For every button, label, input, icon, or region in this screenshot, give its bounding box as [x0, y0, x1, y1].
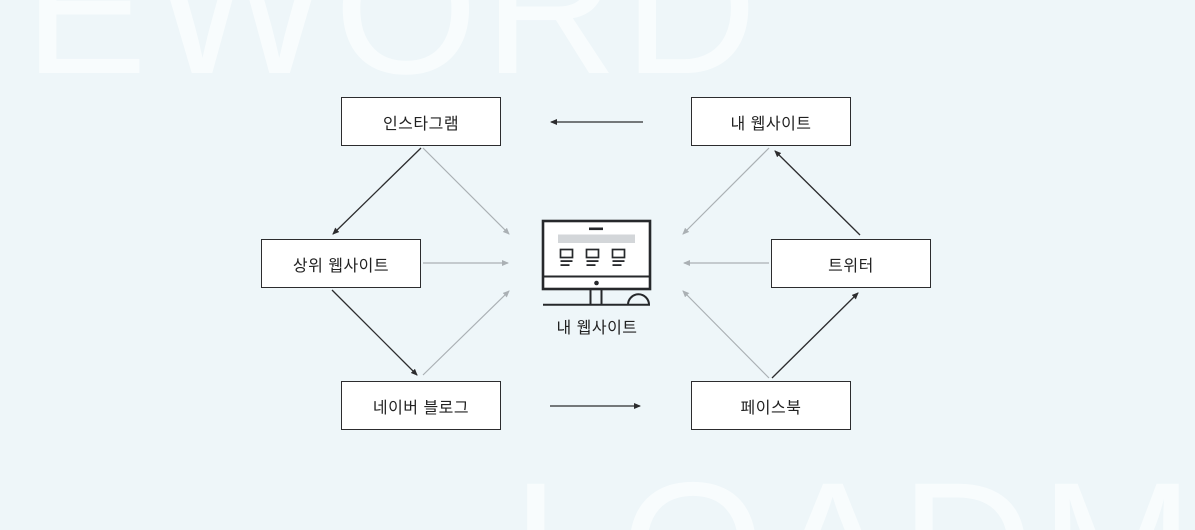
node-parent-website-label: 상위 웹사이트	[292, 257, 390, 275]
monitor-top-dash	[589, 227, 603, 231]
edge-facebook-to-center	[682, 290, 770, 379]
node-naver-blog: 네이버 블로그	[341, 381, 501, 430]
node-twitter-label: 트위터	[828, 257, 874, 275]
webpage-card-2	[585, 248, 600, 266]
center-monitor-label: 내 웹사이트	[556, 320, 638, 337]
node-naver-blog-label: 네이버 블로그	[372, 399, 470, 417]
edge-parentwebsite-to-naverblog	[331, 289, 418, 376]
node-instagram: 인스타그램	[341, 97, 501, 146]
monitor-power-dot	[594, 280, 599, 286]
mouse-icon	[627, 293, 650, 305]
node-twitter: 트위터	[771, 239, 931, 288]
webpage-card-3	[611, 248, 626, 266]
node-parent-website: 상위 웹사이트	[261, 239, 421, 288]
edge-naverblog-to-center	[422, 290, 510, 376]
node-my-website: 내 웹사이트	[691, 97, 851, 146]
desktop-monitor-icon	[541, 219, 652, 306]
monitor-header-bar	[558, 234, 635, 243]
edge-facebook-to-twitter	[771, 292, 859, 379]
node-facebook-label: 페이스북	[740, 399, 802, 417]
node-facebook: 페이스북	[691, 381, 851, 430]
node-instagram-label: 인스타그램	[382, 115, 460, 133]
webpage-card-1	[559, 248, 574, 266]
edge-instagram-to-parentwebsite	[332, 147, 422, 235]
edge-mywebsite-to-center	[682, 147, 770, 235]
edge-twitter-to-mywebsite	[774, 150, 861, 236]
edge-instagram-to-center	[422, 147, 510, 235]
node-my-website-label: 내 웹사이트	[730, 115, 812, 133]
